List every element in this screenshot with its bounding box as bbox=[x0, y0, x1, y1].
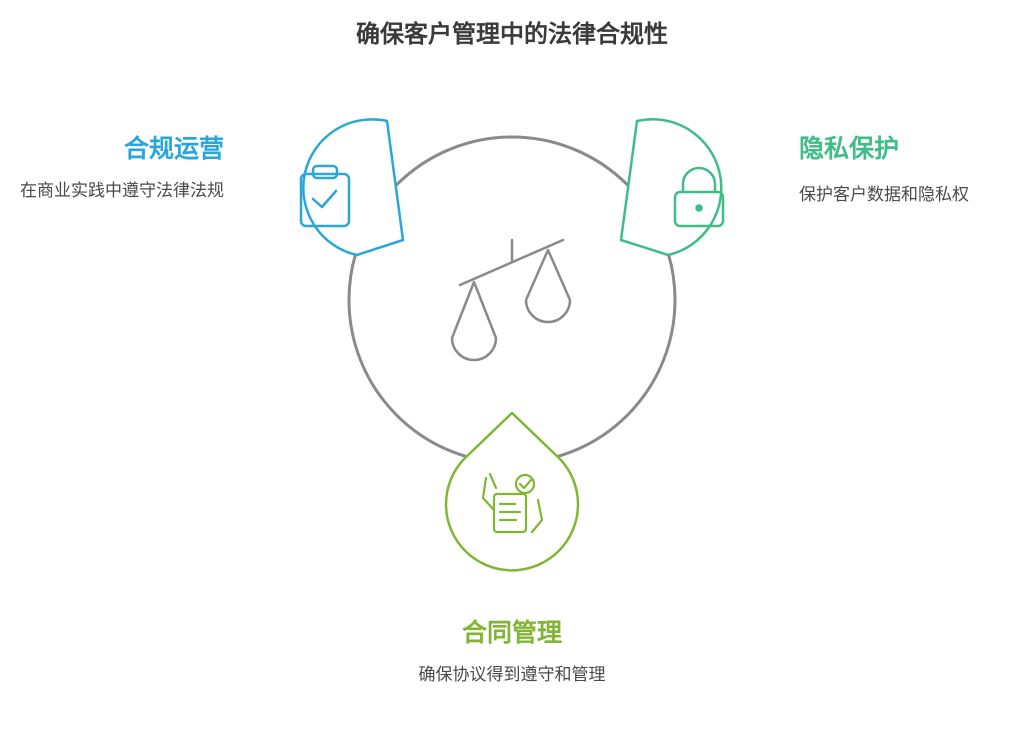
privacy-heading: 隐私保护 bbox=[799, 134, 900, 163]
compliance-node bbox=[299, 118, 405, 257]
page-title: 确保客户管理中的法律合规性 bbox=[356, 20, 668, 48]
compliance-heading: 合规运营 bbox=[123, 134, 224, 163]
balance-scale-icon bbox=[450, 238, 572, 362]
privacy-description: 保护客户数据和隐私权 bbox=[799, 185, 969, 205]
contract-node bbox=[444, 411, 580, 572]
contract-description: 确保协议得到遵守和管理 bbox=[418, 665, 606, 685]
signed-document-icon bbox=[481, 472, 544, 534]
clipboard-check-icon bbox=[299, 164, 351, 228]
compliance-description: 在商业实践中遵守法律法规 bbox=[20, 181, 224, 201]
privacy-node bbox=[619, 118, 725, 257]
contract-heading: 合同管理 bbox=[461, 618, 562, 647]
padlock-icon bbox=[673, 166, 725, 228]
